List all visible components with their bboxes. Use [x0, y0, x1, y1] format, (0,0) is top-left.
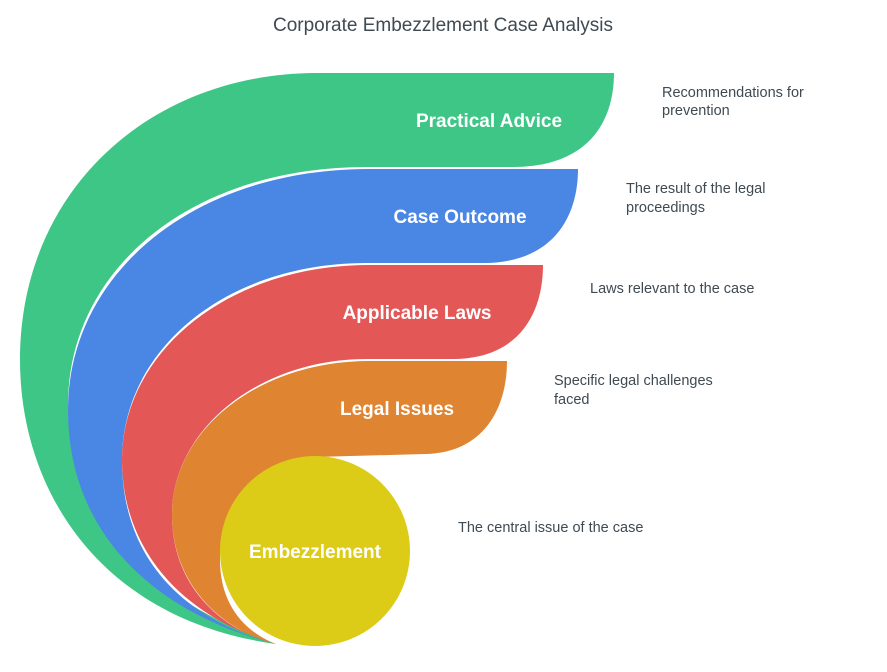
layer-shape-applicable-laws — [122, 265, 543, 644]
layer-embezzlement: Embezzlement The central issue of the ca… — [220, 456, 643, 646]
layer-label-applicable-laws: Applicable Laws — [343, 303, 492, 324]
description-line: Specific legal challenges — [554, 373, 713, 389]
layer-label-legal-issues: Legal Issues — [340, 399, 454, 420]
layer-description-legal-issues: Specific legal challenges faced — [554, 373, 717, 408]
description-line: prevention — [662, 103, 730, 119]
layer-description-applicable-laws: Laws relevant to the case — [590, 281, 754, 297]
layer-description-embezzlement: The central issue of the case — [458, 520, 643, 536]
description-line: The central issue of the case — [458, 520, 643, 536]
description-line: The result of the legal — [626, 181, 765, 197]
layer-label-case-outcome: Case Outcome — [393, 207, 526, 228]
layer-shape-practical-advice — [20, 73, 614, 644]
layer-applicable-laws: Applicable Laws Laws relevant to the cas… — [122, 265, 754, 644]
layer-shape-legal-issues — [172, 361, 507, 644]
layer-practical-advice: Practical Advice Recommendations for pre… — [20, 73, 808, 644]
layer-case-outcome: Case Outcome The result of the legal pro… — [68, 169, 769, 644]
layer-description-practical-advice: Recommendations for prevention — [662, 85, 808, 119]
description-line: proceedings — [626, 200, 705, 216]
layer-description-case-outcome: The result of the legal proceedings — [626, 181, 769, 216]
layer-shape-case-outcome — [68, 169, 578, 644]
diagram-title: Corporate Embezzlement Case Analysis — [273, 15, 613, 36]
layer-label-practical-advice: Practical Advice — [416, 111, 562, 132]
description-line: faced — [554, 392, 589, 408]
layer-label-embezzlement: Embezzlement — [249, 542, 382, 563]
layer-legal-issues: Legal Issues Specific legal challenges f… — [172, 361, 717, 644]
description-line: Recommendations for — [662, 85, 804, 101]
layer-shape-embezzlement — [220, 456, 410, 646]
description-line: Laws relevant to the case — [590, 281, 754, 297]
